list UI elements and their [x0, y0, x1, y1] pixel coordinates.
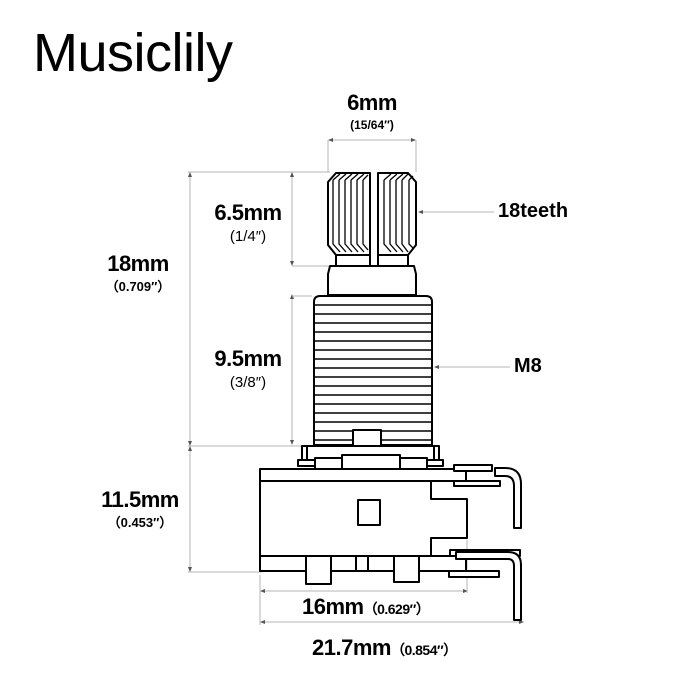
body-window — [357, 499, 381, 526]
shaft-width-imperial: (15/64″) — [350, 118, 394, 132]
top-terminal — [453, 464, 522, 529]
body-height-label: 11.5mm — [101, 487, 179, 512]
body-width-imperial: （0.629″） — [363, 601, 430, 617]
body-top-plate — [259, 468, 467, 482]
total-height-imperial: （0.709″） — [105, 279, 171, 294]
bushing-neck — [327, 265, 417, 296]
body-width-metric: 16mm — [302, 594, 364, 619]
brand-title: Musiclily — [33, 23, 233, 83]
teeth-callout: 18teeth — [498, 200, 569, 222]
overall-width-imperial: （0.854″） — [390, 642, 457, 658]
knurled-shaft — [327, 172, 417, 267]
thread-length-label: 9.5mm — [214, 346, 282, 371]
shaft-length-label: 6.5mm — [214, 200, 282, 225]
overall-width-metric: 21.7mm — [312, 635, 391, 660]
part-outline — [259, 172, 522, 621]
body-height-imperial: （0.453″） — [107, 515, 173, 530]
thread-length-imperial: (3/8″) — [229, 374, 267, 391]
body-bottom-plate — [259, 555, 467, 585]
body-width-label: 16mm（0.629″） — [302, 594, 430, 620]
total-height-label: 18mm — [107, 251, 169, 276]
threaded-bushing — [313, 295, 433, 456]
shaft-length-imperial: (1/4″) — [229, 228, 267, 245]
bottom-terminal — [448, 549, 522, 621]
overall-width-label: 21.7mm（0.854″） — [312, 635, 457, 661]
shaft-width-label: 6mm — [347, 90, 397, 115]
thread-callout: M8 — [514, 355, 542, 377]
